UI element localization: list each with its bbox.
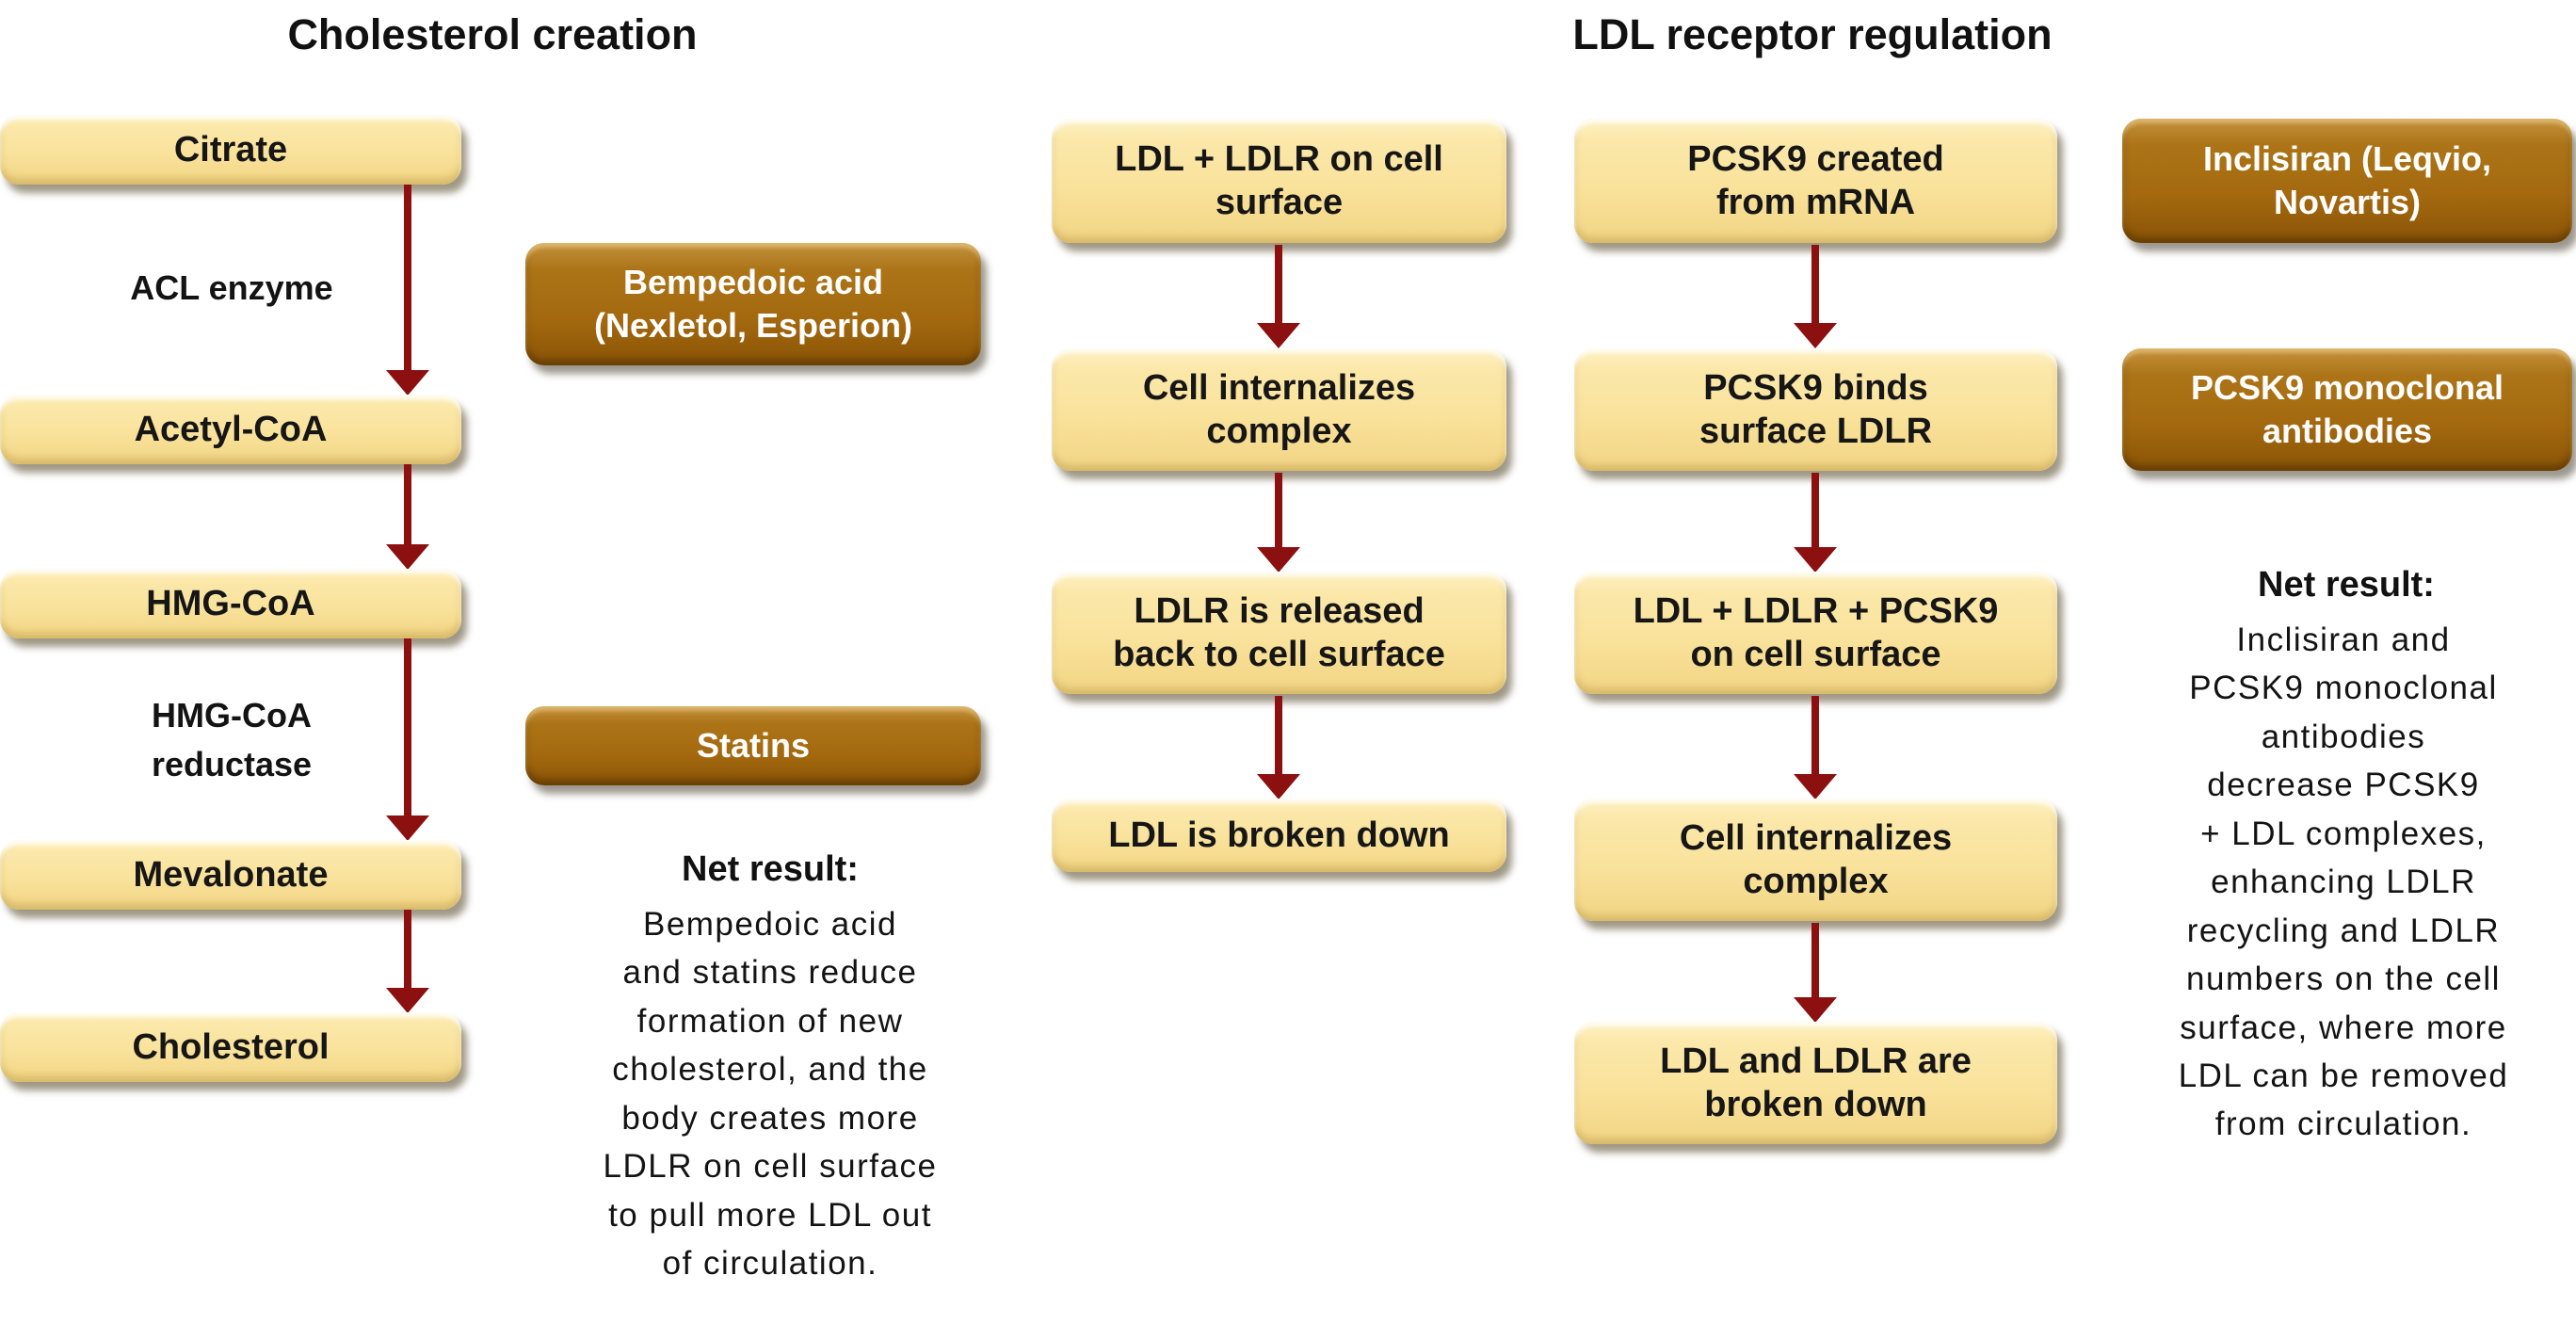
arrow-head bbox=[1794, 774, 1837, 799]
down-arrow-icon bbox=[386, 185, 429, 396]
flow-box-ldl-ldlr-broken-down: LDL and LDLR are broken down bbox=[1574, 1022, 2057, 1144]
flow-box-ldl-ldlr-on-surface: LDL + LDLR on cell surface bbox=[1052, 119, 1506, 243]
drug-box-inclisiran: Inclisiran (Leqvio, Novartis) bbox=[2122, 119, 2572, 243]
flow-box-citrate: Citrate bbox=[0, 115, 461, 185]
section-title-ldl-receptor-regulation: LDL receptor regulation bbox=[1572, 10, 2053, 58]
arrow-head bbox=[386, 988, 429, 1013]
arrow-stem bbox=[404, 638, 411, 817]
enzyme-label-hmg-coa-reductase: HMG-CoA reductase bbox=[151, 696, 313, 784]
arrow-head bbox=[1794, 547, 1837, 573]
arrow-stem bbox=[1811, 696, 1819, 776]
down-arrow-icon bbox=[1794, 923, 1837, 1023]
flow-box-cell-internalizes-complex-1: Cell internalizes complex bbox=[1052, 348, 1506, 471]
arrow-stem bbox=[1811, 923, 1819, 999]
net-result-heading-left: Net result: bbox=[682, 849, 859, 889]
arrow-stem bbox=[1811, 473, 1819, 549]
drug-box-statins: Statins bbox=[525, 706, 981, 785]
arrow-head bbox=[386, 370, 429, 396]
drug-box-pcsk9-antibodies: PCSK9 monoclonal antibodies bbox=[2122, 348, 2572, 471]
flow-box-mevalonate: Mevalonate bbox=[0, 840, 461, 910]
flow-box-ldl-ldlr-pcsk9-surface: LDL + LDLR + PCSK9 on cell surface bbox=[1574, 572, 2057, 694]
down-arrow-icon bbox=[1794, 473, 1837, 573]
flow-box-pcsk9-binds-ldlr: PCSK9 binds surface LDLR bbox=[1574, 348, 2057, 471]
section-title-cholesterol-creation: Cholesterol creation bbox=[287, 10, 698, 58]
flow-box-acetyl-coa: Acetyl-CoA bbox=[0, 395, 461, 464]
flow-box-ldl-broken-down: LDL is broken down bbox=[1052, 799, 1506, 872]
arrow-head bbox=[1257, 323, 1300, 348]
arrow-head bbox=[1257, 547, 1300, 573]
down-arrow-icon bbox=[1794, 245, 1837, 348]
net-result-heading-right: Net result: bbox=[2258, 565, 2435, 605]
arrow-stem bbox=[404, 185, 411, 372]
drug-box-bempedoic-acid: Bempedoic acid (Nexletol, Esperion) bbox=[525, 243, 981, 365]
down-arrow-icon bbox=[1794, 696, 1837, 799]
down-arrow-icon bbox=[1257, 696, 1300, 799]
net-result-text-right: Inclisiran and PCSK9 monoclonal antibodi… bbox=[2178, 622, 2509, 1143]
arrow-head bbox=[1257, 774, 1300, 799]
arrow-head bbox=[386, 815, 429, 841]
flow-box-ldlr-released: LDLR is released back to cell surface bbox=[1052, 572, 1506, 694]
net-result-text-left: Bempedoic acid and statins reduce format… bbox=[603, 906, 938, 1283]
arrow-stem bbox=[1275, 696, 1282, 776]
arrow-stem bbox=[404, 910, 411, 990]
arrow-stem bbox=[404, 464, 411, 546]
flow-box-cholesterol: Cholesterol bbox=[0, 1012, 461, 1082]
arrow-head bbox=[1794, 323, 1837, 348]
flow-box-hmg-coa: HMG-CoA bbox=[0, 569, 461, 638]
down-arrow-icon bbox=[386, 910, 429, 1013]
enzyme-label-acl: ACL enzyme bbox=[130, 268, 333, 307]
flow-box-cell-internalizes-complex-2: Cell internalizes complex bbox=[1574, 799, 2057, 921]
arrow-stem bbox=[1811, 245, 1819, 325]
down-arrow-icon bbox=[386, 464, 429, 570]
arrow-stem bbox=[1275, 473, 1282, 549]
down-arrow-icon bbox=[1257, 473, 1300, 573]
down-arrow-icon bbox=[1257, 245, 1300, 348]
arrow-stem bbox=[1275, 245, 1282, 325]
down-arrow-icon bbox=[386, 638, 429, 841]
arrow-head bbox=[386, 544, 429, 570]
flow-box-pcsk9-created: PCSK9 created from mRNA bbox=[1574, 119, 2057, 243]
arrow-head bbox=[1794, 997, 1837, 1023]
